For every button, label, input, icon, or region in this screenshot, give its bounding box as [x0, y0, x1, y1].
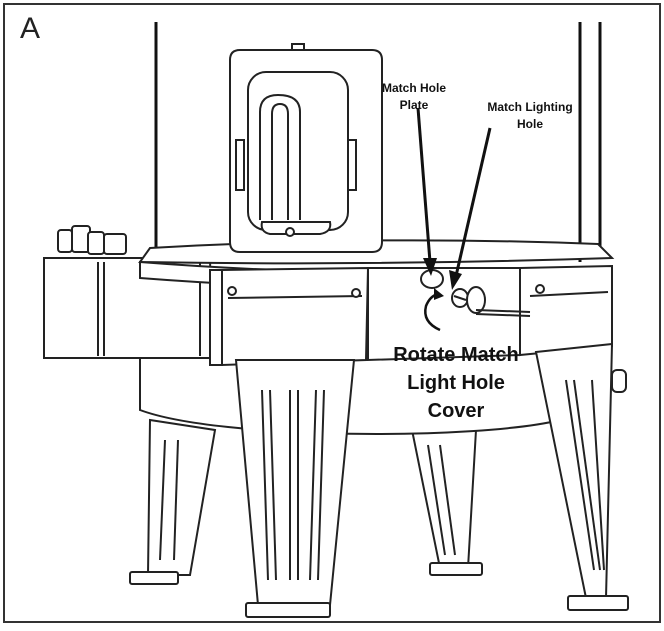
panel-letter: A [20, 12, 41, 45]
callout-line: Match Hole [381, 81, 446, 95]
diagram-border [3, 3, 661, 623]
callout-match-hole-plate: Match Hole Plate [380, 80, 448, 114]
callout-arrows [416, 107, 492, 290]
front-legs [234, 342, 629, 618]
support-rods [154, 22, 602, 262]
callout-line: Hole [516, 117, 543, 131]
back-legs [129, 418, 483, 585]
callout-rotate-cover: Rotate Match Light Hole Cover [380, 341, 532, 425]
callout-line: Plate [399, 98, 429, 112]
rotate-arrow [424, 288, 444, 332]
callout-match-lighting-hole: Match Lighting Hole [478, 99, 582, 133]
burner-window [229, 43, 383, 253]
callout-line: Cover [427, 400, 485, 422]
callout-line: Rotate Match [393, 344, 519, 366]
front-band [209, 264, 613, 367]
callout-line: Light Hole [407, 372, 505, 394]
control-box [43, 225, 214, 359]
callout-line: Match Lighting [487, 100, 573, 114]
